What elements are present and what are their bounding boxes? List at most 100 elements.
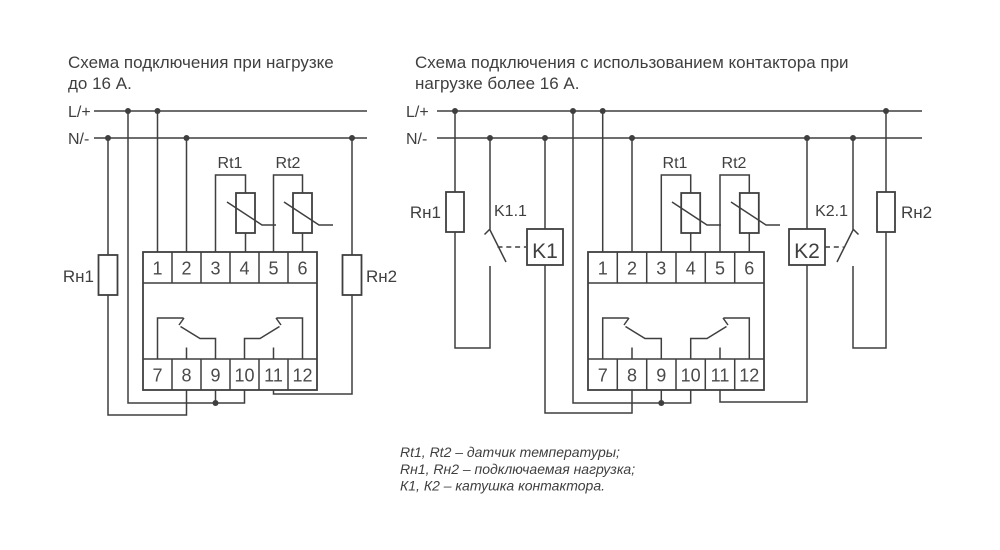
left-device [142, 251, 318, 391]
right-relay1-contact [601, 317, 663, 359]
junction-dot [599, 108, 606, 114]
right-sensor2: Rt2 [719, 155, 780, 252]
right-terminal-11: 11 [711, 366, 730, 386]
left-terminal-8: 8 [181, 366, 191, 386]
right-load2-label: Rн2 [901, 203, 932, 222]
right-sensor2-wire [719, 174, 751, 252]
left-load2-label: Rн2 [366, 267, 397, 286]
left-sensor2-wire [272, 174, 304, 252]
right-sensor2-thermistor [738, 192, 760, 234]
left-sensor1-thermistor [235, 192, 256, 234]
right-sensor2-label: Rt2 [722, 155, 747, 172]
right-load2-resistor [876, 191, 896, 233]
right-load1-resistor [445, 191, 465, 233]
right-load1-label: Rн1 [410, 203, 441, 222]
left-terminal-9: 9 [210, 366, 220, 386]
left-title-line2: до 16 А. [68, 74, 132, 93]
left-load1-wire [107, 138, 188, 416]
junction-dot [154, 108, 161, 114]
junction-dot [452, 108, 458, 114]
junction-dot [125, 108, 131, 114]
right-sensor1-thermistor [680, 192, 702, 234]
left-terminal-12: 12 [292, 366, 312, 386]
right-terminal-6: 6 [744, 259, 754, 279]
junction-dot [804, 135, 810, 141]
right-device-terminal-strips [588, 282, 764, 360]
left-load1-resistor [97, 254, 119, 296]
contactor1-contact-label: K1.1 [494, 203, 527, 220]
contactor1-coil: K1 [526, 138, 633, 414]
left-supply-wires [156, 111, 188, 252]
junction-dot [883, 108, 889, 114]
junction-dot [542, 135, 548, 141]
junction-dot [105, 135, 111, 141]
legend: Rt1, Rt2 – датчик температуры; Rн1, Rн2 … [400, 444, 635, 494]
left-device-terminal-strips [143, 282, 317, 360]
legend-line1: Rt1, Rt2 – датчик температуры; [400, 444, 620, 460]
left-sensor2-thermistor-strike [283, 201, 333, 226]
right-diagram: Схема подключения с использованием конта… [406, 53, 932, 414]
right-terminal-1: 1 [598, 259, 608, 279]
junction-dot [658, 400, 665, 406]
contactor2-contact-symbol [836, 138, 887, 349]
right-terminal-5: 5 [715, 259, 725, 279]
junction-dot [629, 135, 635, 141]
left-diagram: Схема подключения при нагрузке до 16 А. … [63, 53, 397, 416]
right-terminal-10: 10 [681, 366, 701, 386]
contactor1-coil-wire [544, 138, 633, 414]
left-title-line1: Схема подключения при нагрузке [68, 53, 334, 72]
right-terminal-12: 12 [739, 366, 759, 386]
left-terminal-10: 10 [234, 366, 254, 386]
legend-line3: К1, К2 – катушка контактора. [400, 478, 605, 494]
left-terminal-4: 4 [239, 259, 249, 279]
left-load1-label: Rн1 [63, 267, 94, 286]
left-terminal-7: 7 [152, 366, 162, 386]
left-sensor1-label: Rt1 [218, 155, 243, 172]
right-neutral-bus-label: N/- [406, 131, 427, 148]
left-terminal-6: 6 [297, 259, 307, 279]
right-title-line2: нагрузке более 16 А. [415, 74, 579, 93]
contactor2-coil: K2 [719, 138, 826, 403]
junction-dot [850, 135, 856, 141]
right-terminal-9: 9 [656, 366, 666, 386]
right-terminal-4: 4 [686, 259, 696, 279]
contactor1-contact: K1.1 [483, 138, 527, 263]
left-device-terminal-dividers [171, 252, 289, 390]
junction-dot [349, 135, 355, 141]
contactor2-contact-label: K2.1 [815, 203, 848, 220]
right-title-line1: Схема подключения с использованием конта… [415, 53, 849, 72]
left-sensor1-thermistor-strike [226, 201, 276, 226]
right-terminal-7: 7 [598, 366, 608, 386]
left-terminal-1: 1 [152, 259, 162, 279]
right-supply-wires [601, 111, 633, 252]
left-load2-wire [272, 138, 353, 395]
left-sensor2: Rt2 [272, 155, 333, 252]
right-terminal-8: 8 [627, 366, 637, 386]
right-relay2-contact [689, 317, 751, 359]
right-terminal-2: 2 [627, 259, 637, 279]
left-sensor1-wire [214, 174, 247, 252]
junction-dot [570, 108, 576, 114]
contactor1-contact-symbol [483, 138, 507, 263]
right-sensor1-label: Rt1 [663, 155, 688, 172]
left-relay2-contact [243, 317, 304, 359]
contactor2-contact: K2.1 [815, 138, 887, 349]
left-terminal-2: 2 [181, 259, 191, 279]
junction-dot [487, 135, 493, 141]
right-sensor2-thermistor-strike [730, 201, 780, 226]
left-sensor2-label: Rt2 [276, 155, 301, 172]
left-sensor2-thermistor [292, 192, 313, 234]
right-load1-wire [454, 111, 491, 349]
contactor2-coil-label: K2 [794, 240, 820, 263]
right-line-bus-label: L/+ [406, 104, 429, 121]
left-terminal-3: 3 [210, 259, 220, 279]
left-terminal-11: 11 [264, 366, 283, 386]
left-neutral-bus-label: N/- [68, 131, 89, 148]
junction-dot [212, 400, 219, 406]
contactor1-coil-label: K1 [532, 240, 558, 263]
left-relay1-contact [156, 317, 217, 359]
right-device [587, 251, 765, 391]
right-sensor1-wire [660, 174, 692, 252]
